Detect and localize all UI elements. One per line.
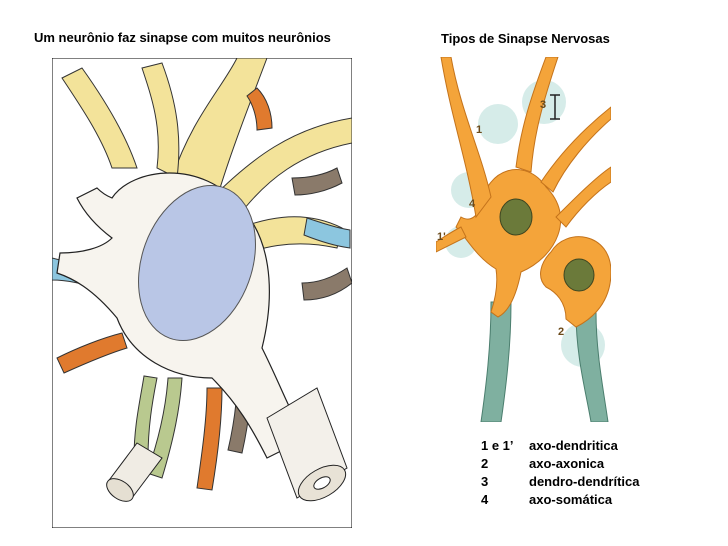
legend-value: dendro-dendrítica (529, 474, 640, 489)
legend-row: 4 axo-somática (481, 491, 640, 509)
dendro-dendritic-bracket (550, 94, 560, 120)
legend-value: axo-axonica (529, 456, 605, 471)
marker-2: 2 (558, 326, 564, 338)
legend-value: axo-dendritica (529, 438, 618, 453)
legend-key: 4 (481, 492, 489, 507)
nuclei (499, 198, 595, 292)
legend-key: 3 (481, 474, 489, 489)
synapse-legend: 1 e 1’ axo-dendritica 2 axo-axonica 3 de… (481, 437, 640, 509)
legend-row: 2 axo-axonica (481, 455, 640, 473)
legend-row: 3 dendro-dendrítica (481, 473, 640, 491)
nucleus (138, 185, 256, 341)
synapse-types-illustration: 3 1 4 1' 2 (436, 57, 611, 422)
right-figure-title: Tipos de Sinapse Nervosas (441, 31, 610, 46)
neurons (436, 57, 611, 328)
marker-1: 1 (476, 124, 482, 136)
left-figure-title: Um neurônio faz sinapse com muitos neurô… (34, 30, 331, 45)
marker-1-prime: 1' (437, 231, 446, 243)
marker-3: 3 (540, 99, 546, 111)
marker-4: 4 (469, 198, 476, 210)
neuron-synapses-illustration (52, 58, 352, 528)
myelinated-axon (266, 387, 348, 502)
legend-value: axo-somática (529, 492, 613, 507)
legend-row: 1 e 1’ axo-dendritica (481, 437, 640, 455)
legend-key: 1 e 1’ (481, 438, 514, 453)
yellow-dendrites (61, 58, 352, 259)
lower-left-axon (106, 442, 163, 502)
myelinated-axons (480, 301, 609, 422)
legend-key: 2 (481, 456, 489, 471)
